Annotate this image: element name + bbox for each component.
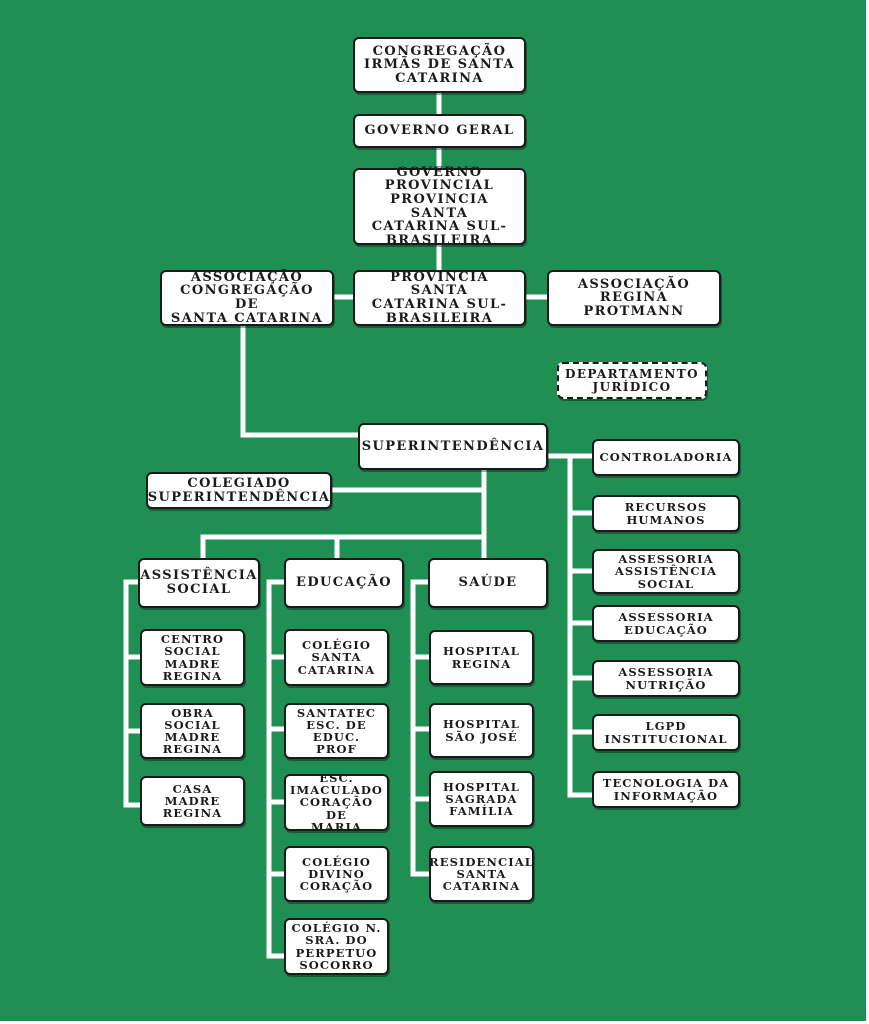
node-assistencia-social: ASSISTÊNCIA SOCIAL: [138, 558, 260, 608]
node-colegio-santa-catarina: COLÉGIO SANTA CATARINA: [284, 629, 389, 686]
node-hospital-regina: HOSPITAL REGINA: [429, 630, 534, 685]
node-superintendencia: SUPERINTENDÊNCIA: [358, 423, 548, 470]
node-colegio-divino: COLÉGIO DIVINO CORAÇÃO: [284, 846, 389, 902]
node-colegiado: COLEGIADO SUPERINTENDÊNCIA: [146, 472, 332, 509]
node-colegio-perpetuo: COLÉGIO N. SRA. DO PERPETUO SOCORRO: [284, 918, 389, 975]
node-obra-social: OBRA SOCIAL MADRE REGINA: [140, 703, 245, 759]
node-lgpd: LGPD INSTITUCIONAL: [592, 714, 740, 751]
node-educacao: EDUCAÇÃO: [284, 558, 404, 608]
node-associacao-congregacao: ASSOCIAÇÃO CONGREGAÇÃO DE SANTA CATARINA: [160, 270, 334, 326]
node-governo-geral: GOVERNO GERAL: [353, 114, 526, 148]
node-departamento-juridico: DEPARTAMENTO JURÍDICO: [557, 362, 707, 399]
node-hospital-sao-jose: HOSPITAL SÃO JOSÉ: [429, 703, 534, 758]
node-associacao-regina: ASSOCIAÇÃO REGINA PROTMANN: [547, 270, 721, 326]
node-congregacao: CONGREGAÇÃO IRMÃS DE SANTA CATARINA: [353, 37, 526, 93]
node-residencial: RESIDENCIAL SANTA CATARINA: [429, 846, 534, 902]
node-assessoria-nutricao: ASSESSORIA NUTRIÇÃO: [592, 660, 740, 697]
node-recursos-humanos: RECURSOS HUMANOS: [592, 495, 740, 532]
node-assessoria-educacao: ASSESSORIA EDUCAÇÃO: [592, 605, 740, 642]
node-santatec: SANTATEC ESC. DE EDUC. PROF: [284, 703, 389, 759]
node-casa-madre: CASA MADRE REGINA: [140, 776, 245, 826]
node-saude: SAÚDE: [428, 558, 548, 608]
node-controladoria: CONTROLADORIA: [592, 439, 740, 476]
node-hospital-sagrada: HOSPITAL SAGRADA FAMÍLIA: [429, 771, 534, 827]
node-governo-provincial: GOVERNO PROVINCIAL PROVINCIA SANTA CATAR…: [353, 165, 526, 247]
node-esc-imaculado: ESC. IMACULADO CORAÇÃO DE MARIA: [284, 772, 389, 833]
node-centro-social: CENTRO SOCIAL MADRE REGINA: [140, 629, 245, 686]
node-tecnologia: TECNOLOGIA DA INFORMAÇÃO: [592, 771, 740, 808]
node-assessoria-social: ASSESSORIA ASSISTÊNCIA SOCIAL: [592, 549, 740, 594]
node-provincia: PROVINCIA SANTA CATARINA SUL- BRASILEIRA: [353, 270, 526, 326]
